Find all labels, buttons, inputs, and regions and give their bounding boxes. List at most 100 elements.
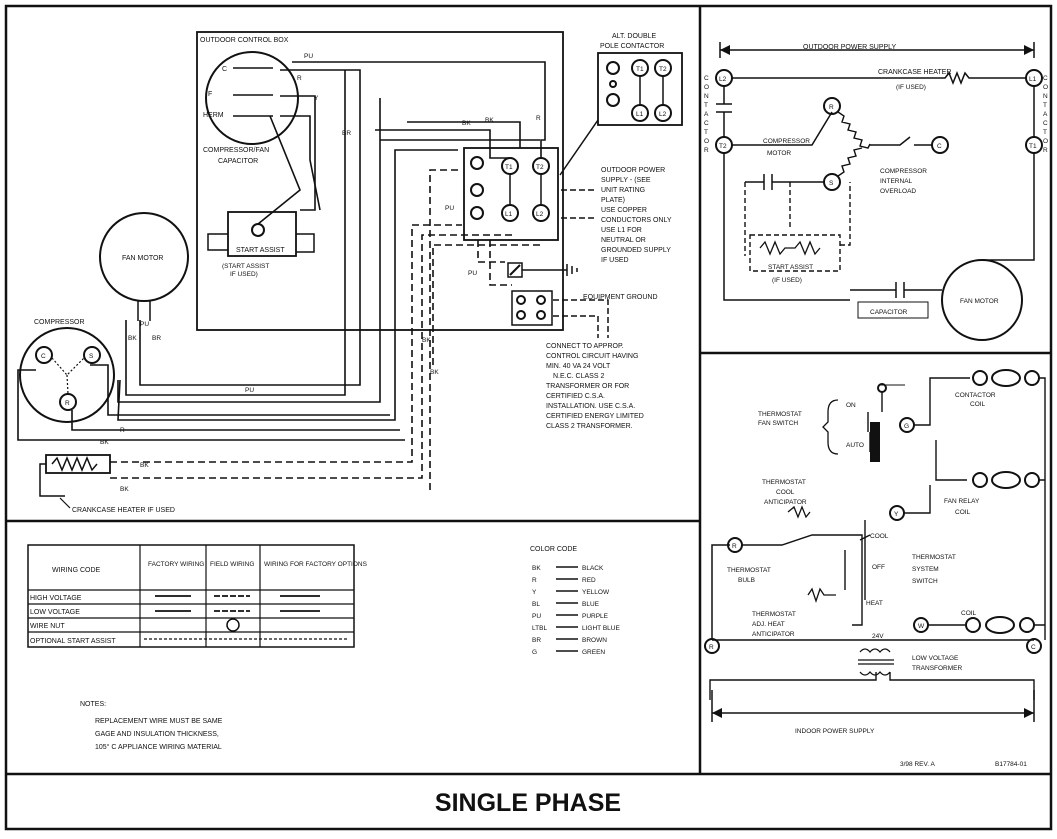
legend-header-factory: FACTORY WIRING <box>148 561 204 568</box>
notes: NOTES: REPLACEMENT WIRE MUST BE SAME GAG… <box>80 701 223 751</box>
compressor-motor-label-1: COMPRESSOR <box>763 138 810 145</box>
wiring-legend: WIRING CODE FACTORY WIRING FIELD WIRING … <box>27 544 368 648</box>
system-switch-heat: HEAT <box>866 600 883 607</box>
contactor-letter: N <box>1043 93 1048 100</box>
notes-line-3: 105° C APPLIANCE WIRING MATERIAL <box>95 743 222 751</box>
schematic-capacitor-label: CAPACITOR <box>870 309 908 316</box>
control-schematic: R C R G Y W THERMOSTAT FAN SWITCH ON AUT… <box>704 369 1046 768</box>
schematic-crankcase-if-used: (IF USED) <box>896 84 926 91</box>
svg-text:IF USED: IF USED <box>601 257 629 264</box>
contactor-letter: A <box>1043 111 1048 118</box>
fan-motor-label: FAN MOTOR <box>122 255 163 262</box>
svg-text:CONDUCTORS ONLY: CONDUCTORS ONLY <box>601 217 672 224</box>
schematic-fan-motor-label: FAN MOTOR <box>960 298 999 305</box>
legend-row-start-assist: OPTIONAL START ASSIST <box>30 638 116 645</box>
svg-text:CONTROL CIRCUIT HAVING: CONTROL CIRCUIT HAVING <box>546 353 638 360</box>
fan-wire-pu: PU <box>140 321 149 328</box>
compressor-label: COMPRESSOR <box>34 319 85 326</box>
power-t2: T2 <box>719 143 727 150</box>
contactor-letter: O <box>704 84 709 91</box>
contactor-letter: C <box>1043 75 1048 82</box>
svg-text:R: R <box>120 427 125 434</box>
color-code-abbrev: LTBL <box>532 625 547 632</box>
alt-contactor-box <box>597 52 683 126</box>
start-assist-note-1: (START ASSIST <box>222 263 269 270</box>
fan-switch-on: ON <box>846 402 856 409</box>
svg-text:BK: BK <box>100 439 109 446</box>
power-terminal-s: S <box>829 180 834 187</box>
legend-header-wiring-code: WIRING CODE <box>52 567 101 574</box>
control-terminal-r-left: R <box>709 644 714 651</box>
contactor-letter: T <box>704 129 708 136</box>
svg-text:BK: BK <box>462 120 471 127</box>
start-assist-note-2: IF USED) <box>230 271 258 278</box>
color-code-name: BROWN <box>582 637 607 644</box>
outer-frame <box>4 4 1053 831</box>
compressor-terminal-s: S <box>89 353 94 360</box>
internal-overload-label-3: OVERLOAD <box>880 188 916 195</box>
contactor-t2: T2 <box>536 164 544 171</box>
bulb-label-2: BULB <box>738 577 755 584</box>
svg-text:BK: BK <box>485 117 494 124</box>
bulb-label-1: THERMOSTAT <box>727 567 771 574</box>
svg-text:PLATE): PLATE) <box>601 197 625 204</box>
compressor-motor-label-2: MOTOR <box>767 150 791 157</box>
contactor-letter: R <box>704 147 709 154</box>
start-assist-label: START ASSIST <box>236 247 285 254</box>
fan-switch-auto: AUTO <box>846 442 864 449</box>
control-terminal-w: W <box>918 623 925 630</box>
legend-row-high-voltage: HIGH VOLTAGE <box>30 595 82 602</box>
color-code-name: BLACK <box>582 565 604 572</box>
alt-contactor-label-2: POLE CONTACTOR <box>600 43 664 50</box>
crankcase-heater <box>45 454 111 474</box>
system-switch-cool: COOL <box>870 533 889 540</box>
svg-text:MIN. 40 VA 24 VOLT: MIN. 40 VA 24 VOLT <box>546 363 611 370</box>
color-code-name: PURPLE <box>582 613 609 620</box>
cool-anticipator-label-3: ANTICIPATOR <box>764 499 807 506</box>
color-code-abbrev: G <box>532 649 537 656</box>
fan-motor-circle <box>99 212 189 302</box>
svg-text:OUTDOOR POWER: OUTDOOR POWER <box>601 167 665 174</box>
color-code-name: RED <box>582 577 596 584</box>
factory-wires <box>17 61 546 441</box>
control-terminal-g: G <box>904 423 909 430</box>
indoor-power-supply-label: INDOOR POWER SUPPLY <box>795 728 875 735</box>
svg-text:BR: BR <box>342 130 351 137</box>
schematic-start-assist <box>749 234 841 272</box>
power-schematic: OUTDOOR POWER SUPPLY L2 L1 T2 T1 CRANKCA… <box>704 42 1048 341</box>
color-code-abbrev: PU <box>532 613 541 620</box>
legend-header-options: WIRING FOR FACTORY OPTIONS <box>264 561 368 568</box>
page-title: SINGLE PHASE <box>435 789 621 817</box>
transformer-label-1: LOW VOLTAGE <box>912 655 959 662</box>
color-code-name: YELLOW <box>582 589 610 596</box>
svg-text:N.E.C. CLASS 2: N.E.C. CLASS 2 <box>553 373 604 380</box>
contactor-coil-label-1: CONTACTOR <box>955 392 996 399</box>
capacitor-circle <box>205 51 299 145</box>
power-l1: L1 <box>1029 76 1037 83</box>
fan-relay-label-2: COIL <box>955 509 971 516</box>
contactor-letter: C <box>1043 120 1048 127</box>
svg-text:BK: BK <box>120 486 129 493</box>
svg-text:BK: BK <box>140 462 149 469</box>
color-code-row: PU PURPLE <box>532 613 609 620</box>
color-code-name: BLUE <box>582 601 600 608</box>
heat-anticipator-label-2: ADJ. HEAT <box>752 621 785 628</box>
alt-l2: L2 <box>659 111 667 118</box>
schematic-start-assist-label: START ASSIST <box>768 264 813 271</box>
schematic-crankcase-heater: CRANKCASE HEATER <box>878 69 951 76</box>
legend-row-low-voltage: LOW VOLTAGE <box>30 609 80 616</box>
capacitor-label-2: CAPACITOR <box>218 158 258 165</box>
contactor-letter: C <box>704 120 709 127</box>
contactor-label-left: CONTACTOR <box>704 75 709 154</box>
main-wire-labels: PU R Y BK BK R PU PU BK BK PU R BK BK BK… <box>100 53 541 493</box>
compressor-circle <box>19 327 115 423</box>
contactor-letter: T <box>1043 129 1047 136</box>
color-code-abbrev: BK <box>532 565 541 572</box>
cool-anticipator-label-2: COOL <box>776 489 795 496</box>
